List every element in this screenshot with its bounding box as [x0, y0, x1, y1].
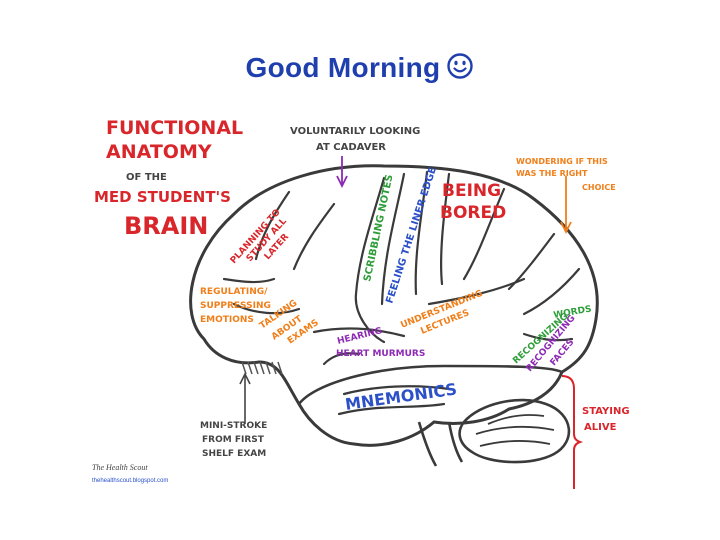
- smiley-face-icon: [447, 53, 474, 79]
- mini-stroke-hatch: [241, 361, 283, 375]
- med-student-label: MED STUDENT'S: [94, 188, 231, 206]
- regulating-label-1: REGULATING/: [200, 287, 268, 297]
- wondering-label-1: WONDERING IF THIS: [516, 157, 608, 166]
- wondering-label-3: CHOICE: [582, 183, 616, 192]
- regulating-label-3: EMOTIONS: [200, 315, 254, 325]
- brain-outline: [189, 164, 599, 447]
- regulating-label-2: SUPPRESSING: [200, 301, 271, 311]
- voluntarily-label-2: AT CADAVER: [316, 142, 386, 153]
- ministroke-label-2: FROM FIRST: [202, 435, 265, 445]
- cerebellum: [458, 398, 571, 464]
- voluntarily-label-1: VOLUNTARILY LOOKING: [290, 126, 420, 137]
- ministroke-label-1: MINI-STROKE: [200, 421, 267, 431]
- of-the-label: OF THE: [126, 172, 167, 183]
- staying-label-1: STAYING: [582, 406, 630, 417]
- staying-alive-bracket: [561, 375, 584, 489]
- being-label: BEING: [442, 181, 501, 201]
- brain-drawing: FUNCTIONAL ANATOMY OF THE MED STUDENT'S …: [84, 104, 642, 490]
- slide-title: Good Morning: [0, 52, 720, 84]
- brain-gyri: [222, 170, 581, 416]
- credit-name: The Health Scout: [92, 463, 148, 472]
- hearing-label-2: HEART MURMURS: [336, 349, 425, 359]
- heading-line-2: ANATOMY: [106, 141, 212, 163]
- staying-label-2: ALIVE: [584, 422, 617, 433]
- slide-title-text: Good Morning: [245, 52, 441, 83]
- brain-illustration: FUNCTIONAL ANATOMY OF THE MED STUDENT'S …: [84, 104, 642, 490]
- heading-line-1: FUNCTIONAL: [106, 117, 243, 139]
- ministroke-label-3: SHELF EXAM: [202, 449, 266, 459]
- wondering-label-2: WAS THE RIGHT: [516, 169, 588, 178]
- bored-label: BORED: [440, 203, 506, 223]
- temporal-lobe: [297, 364, 563, 405]
- credit-url: thehealthscout.blogspot.com: [92, 478, 168, 484]
- brain-label: BRAIN: [124, 212, 208, 240]
